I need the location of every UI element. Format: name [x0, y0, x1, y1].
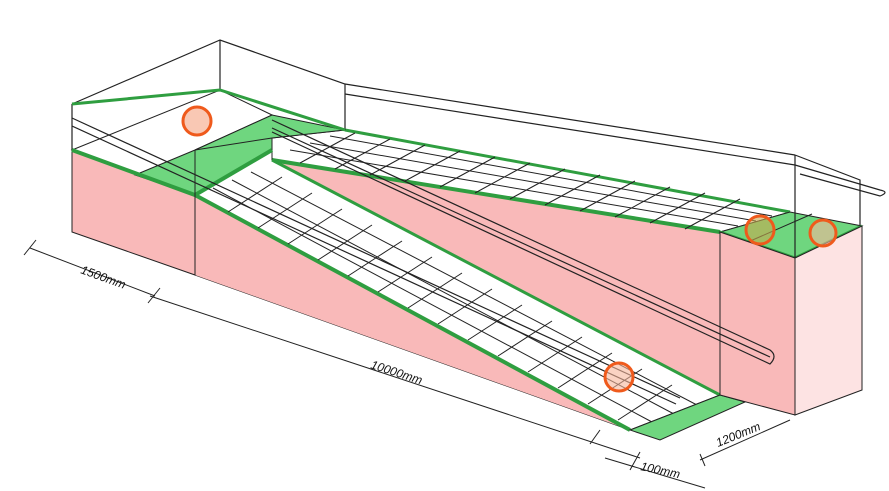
dimension-lines [23, 239, 791, 489]
marker-top-landing-handrail [181, 105, 213, 137]
top-landing-back-edge [71, 88, 346, 132]
front-handrail [71, 117, 775, 405]
marker-far-landing-right [808, 218, 838, 248]
upper-ramp-edge-back [344, 128, 791, 214]
end-block [719, 225, 863, 416]
highlight-markers [181, 105, 838, 393]
dim-ramp-length: 10000mm [369, 358, 424, 388]
upper-ramp-edge [271, 158, 721, 234]
end-wall-face [794, 225, 863, 416]
dim-curb-height: 100mm [639, 459, 681, 481]
marker-bottom-ramp-handrail [603, 361, 635, 393]
top-landing-block [70, 88, 346, 276]
marker-far-landing-left [744, 214, 776, 246]
dim-ramp-width: 1200mm [714, 419, 763, 449]
dim-landing-length: 1500mm [79, 263, 128, 292]
lower-ramp-edge-back [271, 158, 721, 397]
back-handrail [71, 39, 886, 258]
end-wall-side [719, 231, 796, 416]
lower-ramp [193, 149, 747, 441]
lower-ramp-edge-front [194, 193, 631, 432]
